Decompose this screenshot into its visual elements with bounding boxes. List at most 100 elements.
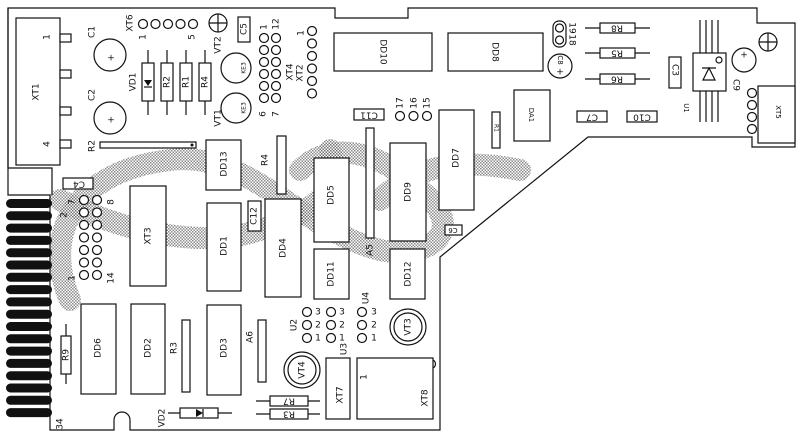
pin-pad bbox=[421, 110, 433, 122]
pin-pad bbox=[408, 110, 419, 122]
pin-pad bbox=[78, 257, 90, 268]
resistor-r7: R7 bbox=[256, 395, 320, 407]
r6-label: R6 bbox=[611, 74, 623, 84]
r8-label: R8 bbox=[611, 23, 623, 33]
svg-text:+: + bbox=[107, 116, 115, 126]
u3-label: U3 bbox=[340, 343, 350, 355]
edge-finger bbox=[6, 371, 52, 381]
r5-label: R5 bbox=[611, 48, 623, 58]
chip-dd7: DD7 bbox=[438, 109, 475, 211]
xt6-label: XT6 bbox=[126, 14, 136, 32]
chip-dd11: DD11 bbox=[313, 248, 350, 300]
pin-pad bbox=[325, 306, 337, 318]
capacitor-c5: C5 bbox=[237, 16, 251, 43]
pin-pad bbox=[150, 18, 161, 30]
vt2-label: VT2 bbox=[214, 36, 224, 53]
u2-pin3-label: 3 bbox=[315, 308, 321, 318]
xt8-pin1-label: 1 bbox=[360, 374, 370, 380]
pin-pad bbox=[91, 219, 103, 231]
transistor-vt1: KE3 VT1 bbox=[214, 92, 252, 127]
u3-pin2-label: 2 bbox=[339, 321, 345, 331]
xt4-pin7-label: 7 bbox=[272, 111, 282, 117]
xt8-label: XT8 bbox=[421, 389, 431, 407]
resistor-array-a5: A5 bbox=[365, 127, 376, 256]
vd1-label: VD1 bbox=[129, 73, 139, 92]
pin-pad bbox=[258, 68, 270, 80]
capacitor-c1: + C1 bbox=[88, 26, 127, 72]
capacitor-c6: C6 bbox=[444, 224, 463, 236]
pin-pad bbox=[270, 56, 282, 68]
chip-dd2: DD2 bbox=[130, 303, 166, 395]
r3-array-label: R3 bbox=[170, 342, 180, 354]
jumper-18-19: 19 18 bbox=[552, 20, 577, 48]
r4-array-label: R4 bbox=[261, 154, 271, 166]
edge-finger bbox=[6, 322, 52, 331]
vt1-label: VT1 bbox=[214, 109, 224, 126]
resistor-r8: R8 bbox=[585, 22, 650, 34]
hdr-pin8-label: 8 bbox=[107, 199, 117, 205]
r2-label: R2 bbox=[163, 76, 173, 88]
pin-pad bbox=[91, 269, 103, 281]
dd11-label: DD11 bbox=[327, 261, 337, 286]
pin-pad bbox=[91, 257, 103, 268]
r2-array-label: R2 bbox=[88, 140, 98, 152]
vt4-label: VT4 bbox=[298, 361, 308, 379]
dd7-label: DD7 bbox=[452, 148, 462, 168]
pin-pad bbox=[306, 63, 318, 74]
r1-label: R1 bbox=[182, 76, 192, 88]
r3-label: R3 bbox=[283, 409, 295, 419]
svg-text:+: + bbox=[107, 54, 115, 64]
edge-finger bbox=[6, 346, 52, 356]
resistor-array-r2: R2 bbox=[88, 140, 197, 152]
pin15-label: 15 bbox=[423, 97, 433, 108]
connector-xt8: 1 XT8 bbox=[356, 357, 437, 420]
transistor-vt3: VT3 bbox=[389, 308, 427, 346]
transistor-vt4: VT4 bbox=[283, 351, 321, 389]
edge-finger bbox=[6, 223, 52, 233]
a6-label: A6 bbox=[246, 331, 256, 343]
xt4-pin6-label: 6 bbox=[259, 111, 269, 117]
r9-label: R9 bbox=[62, 349, 72, 361]
pin-pad bbox=[356, 306, 368, 318]
u1-label: U1 bbox=[682, 103, 690, 113]
c1-label: C1 bbox=[88, 26, 98, 38]
c7-label: C7 bbox=[586, 112, 598, 122]
resistor-r9: R9 bbox=[60, 324, 72, 384]
pin-pad bbox=[301, 319, 313, 331]
pin-pad bbox=[270, 44, 282, 56]
pin-header-14: 7 8 1 14 bbox=[68, 194, 117, 284]
pin-pad bbox=[306, 88, 318, 99]
edge-finger bbox=[6, 235, 52, 245]
connector-xt4: 1 12 6 7 XT4 bbox=[259, 18, 296, 117]
pin-pad bbox=[356, 319, 368, 331]
pin-pad bbox=[746, 99, 758, 111]
chip-dd4: DD4 bbox=[264, 198, 302, 298]
u4-label: U4 bbox=[362, 292, 372, 305]
svg-text:+: + bbox=[740, 51, 748, 61]
pin-pad bbox=[137, 18, 149, 30]
pin-pad bbox=[258, 92, 270, 104]
tri-pin-numbers: 3 2 1 3 2 1 3 2 1 bbox=[315, 308, 377, 344]
edge-finger bbox=[6, 358, 52, 368]
xt5-label: XT5 bbox=[774, 105, 782, 118]
edge-finger bbox=[6, 334, 52, 344]
regulator-u1: U1 bbox=[682, 20, 727, 122]
r1-small-label: R1 bbox=[493, 124, 500, 132]
transistor-pin-rows bbox=[301, 306, 368, 344]
dd8-label: DD8 bbox=[490, 42, 500, 62]
pin16-label: 16 bbox=[410, 97, 420, 109]
edge-finger bbox=[6, 309, 52, 319]
resistor-r2: R2 bbox=[160, 50, 174, 115]
xt4-label: XT4 bbox=[286, 63, 296, 81]
dd12-label: DD12 bbox=[404, 261, 414, 286]
connector-xt3: XT3 bbox=[129, 185, 167, 287]
edge-pin-2-label: 2 bbox=[60, 212, 70, 218]
pin-pad bbox=[394, 110, 406, 122]
chip-dd5: DD5 bbox=[313, 157, 350, 243]
pin19-label: 19 bbox=[567, 22, 577, 34]
jumper-15-17: 17 16 15 bbox=[394, 97, 433, 122]
dd4-label: DD4 bbox=[279, 238, 289, 258]
resistor-array-r3: R3 bbox=[170, 319, 191, 393]
pin-pad bbox=[258, 32, 270, 44]
connector-xt5: XT5 bbox=[746, 85, 796, 144]
